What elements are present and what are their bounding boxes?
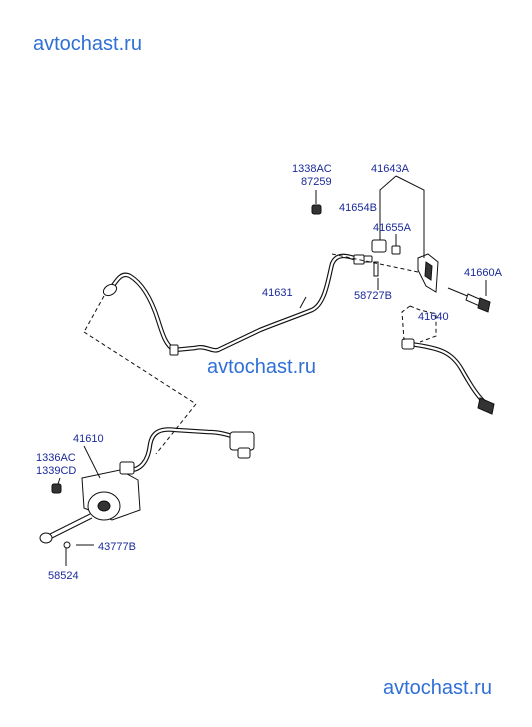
clip-58727b [373,261,379,277]
bolt-41660a [447,287,491,313]
clutch-hose-41640 [401,338,495,415]
label-1338ac: 1338AC [292,163,332,175]
label-41640: 41640 [418,311,449,323]
label-41643a: 41643A [371,163,410,175]
label-41655a: 41655A [373,222,412,234]
nut-1338ac [311,204,322,215]
connector-41654b [371,239,387,253]
label-58524: 58524 [48,570,79,582]
bolt-1336ac [51,483,62,494]
label-87259: 87259 [301,176,332,188]
label-41610: 41610 [73,433,104,445]
label-1339cd: 1339CD [36,465,76,477]
release-cylinder-41610 [39,427,255,549]
watermark-middle: avtochast.ru [207,356,316,378]
clutch-tube-41631 [102,253,373,356]
label-58727b: 58727B [354,290,392,302]
label-1336ac: 1336AC [36,452,76,464]
label-41660a: 41660A [464,267,503,279]
watermark-top: avtochast.ru [33,33,142,55]
clip-58524 [63,541,71,549]
clip-41655a [391,245,401,255]
label-41654b: 41654B [339,202,377,214]
label-43777b: 43777B [98,541,136,553]
label-41631: 41631 [262,287,293,299]
watermark-bottom: avtochast.ru [383,677,492,699]
hose-bracket-41643a [311,204,439,293]
leader-lines [57,175,487,566]
